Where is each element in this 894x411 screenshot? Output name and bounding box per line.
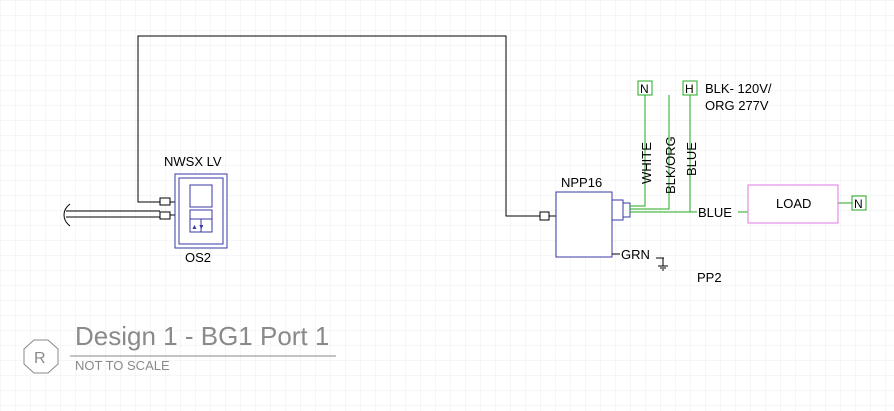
revision-letter: R bbox=[34, 350, 46, 367]
neutral-terminal-top-label: N bbox=[640, 82, 649, 96]
power-pack-nipple bbox=[611, 199, 624, 221]
sensor-lens bbox=[189, 184, 213, 208]
neutral-terminal-load bbox=[851, 195, 867, 211]
wire-label-blk-org: BLK/ORG bbox=[663, 136, 678, 194]
sensor-body bbox=[174, 173, 228, 249]
ground-icon bbox=[656, 257, 668, 271]
wire-label-blue-vertical: BLUE bbox=[684, 142, 699, 176]
load-outline bbox=[747, 184, 839, 224]
neutral-terminal-load-label: N bbox=[854, 197, 863, 211]
neutral-terminal-top bbox=[637, 80, 653, 96]
revision-badge-shape bbox=[23, 339, 59, 374]
sensor-connector-bottom bbox=[159, 211, 171, 220]
power-pack-name: NPP16 bbox=[561, 175, 602, 190]
power-pack[interactable] bbox=[555, 191, 631, 258]
load-label: LOAD bbox=[776, 196, 811, 211]
wire-label-white: WHITE bbox=[639, 142, 654, 184]
low-voltage-wire bbox=[137, 35, 540, 217]
power-pack-id: PP2 bbox=[697, 270, 722, 285]
diagram-title: Design 1 - BG1 Port 1 bbox=[75, 321, 329, 351]
hot-note-line1: BLK- 120V/ bbox=[705, 81, 772, 96]
hot-terminal bbox=[682, 80, 698, 96]
diagram-subtitle: NOT TO SCALE bbox=[75, 358, 170, 373]
sensor-id-label: OS2 bbox=[185, 250, 211, 265]
sensor-inner-frame bbox=[178, 177, 224, 245]
hot-terminal-label: H bbox=[685, 82, 694, 96]
sensor-device[interactable]: ▲▼ bbox=[174, 173, 228, 249]
ground-label: GRN bbox=[621, 247, 650, 262]
load-box[interactable]: LOAD bbox=[747, 184, 839, 224]
revision-badge: R bbox=[23, 339, 59, 374]
wire-break-symbol bbox=[63, 203, 71, 227]
sensor-connector-top bbox=[159, 197, 171, 206]
hot-note-line2: ORG 277V bbox=[705, 98, 769, 113]
powerpack-connector bbox=[539, 211, 550, 221]
sensor-arrow-buttons: ▲▼ bbox=[191, 224, 205, 231]
output-wires bbox=[630, 95, 852, 213]
sensor-model-label: NWSX LV bbox=[164, 154, 222, 169]
power-pack-body bbox=[555, 191, 613, 258]
wire-label-blue-horizontal: BLUE bbox=[698, 205, 732, 220]
